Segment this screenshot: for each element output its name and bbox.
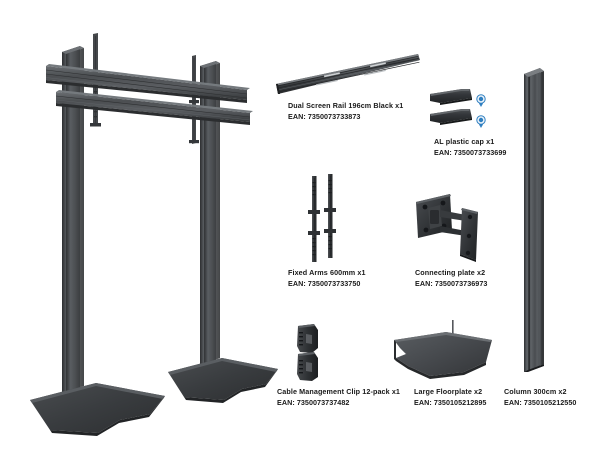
label-connecting-plate: Connecting plate x2 EAN: 7350073736973	[415, 267, 487, 289]
part-large-floorplate-illustration	[390, 318, 500, 384]
part-al-plastic-cap-illustration	[428, 86, 508, 134]
screw-icon-lower	[476, 115, 486, 128]
part-title-column: Column 300cm x2	[504, 387, 567, 396]
assembled-stand-illustration	[0, 0, 280, 450]
label-column: Column 300cm x2 EAN: 7350105212550	[504, 386, 576, 408]
part-ean-cable-management-clip: EAN: 7350073737482	[277, 398, 350, 407]
part-dual-screen-rail-illustration	[272, 52, 422, 100]
part-ean-al-plastic-cap: EAN: 7350073733699	[434, 148, 507, 157]
screw-icon-upper	[476, 94, 486, 107]
clip-lower	[297, 352, 318, 381]
stand-fixed-arm-right	[189, 55, 199, 144]
part-title-dual-screen-rail: Dual Screen Rail 196cm Black x1	[288, 101, 404, 110]
stand-left-column	[62, 46, 84, 392]
part-ean-large-floorplate: EAN: 7350105212895	[414, 398, 487, 407]
label-fixed-arms: Fixed Arms 600mm x1 EAN: 7350073733750	[288, 267, 366, 289]
part-fixed-arms-illustration	[302, 174, 362, 264]
part-ean-connecting-plate: EAN: 7350073736973	[415, 279, 488, 288]
clip-upper	[297, 324, 318, 353]
label-al-plastic-cap: AL plastic cap x1 EAN: 7350073733699	[434, 136, 506, 158]
part-title-al-plastic-cap: AL plastic cap x1	[434, 137, 495, 146]
part-title-large-floorplate: Large Floorplate x2	[414, 387, 483, 396]
cap-upper	[430, 89, 472, 105]
part-title-connecting-plate: Connecting plate x2	[415, 268, 486, 277]
label-dual-screen-rail: Dual Screen Rail 196cm Black x1 EAN: 735…	[288, 100, 403, 122]
part-ean-fixed-arms: EAN: 7350073733750	[288, 279, 361, 288]
fixed-arm-a	[308, 176, 320, 262]
stand-left-floorplate	[30, 383, 165, 436]
part-column-illustration	[518, 66, 552, 376]
part-ean-dual-screen-rail: EAN: 7350073733873	[288, 112, 361, 121]
part-cable-management-clip-illustration	[292, 322, 334, 384]
label-large-floorplate: Large Floorplate x2 EAN: 7350105212895	[414, 386, 486, 408]
stand-screen-rail-lower	[55, 90, 253, 125]
cap-lower	[430, 109, 472, 125]
part-ean-column: EAN: 7350105212550	[504, 398, 577, 407]
label-cable-management-clip: Cable Management Clip 12-pack x1 EAN: 73…	[277, 386, 400, 408]
part-title-fixed-arms: Fixed Arms 600mm x1	[288, 268, 366, 277]
fixed-arm-b	[324, 174, 336, 258]
part-title-cable-management-clip: Cable Management Clip 12-pack x1	[277, 387, 401, 396]
stand-screen-rail-upper	[45, 64, 250, 103]
part-connecting-plate-illustration	[410, 190, 495, 265]
stand-right-floorplate	[168, 358, 278, 403]
